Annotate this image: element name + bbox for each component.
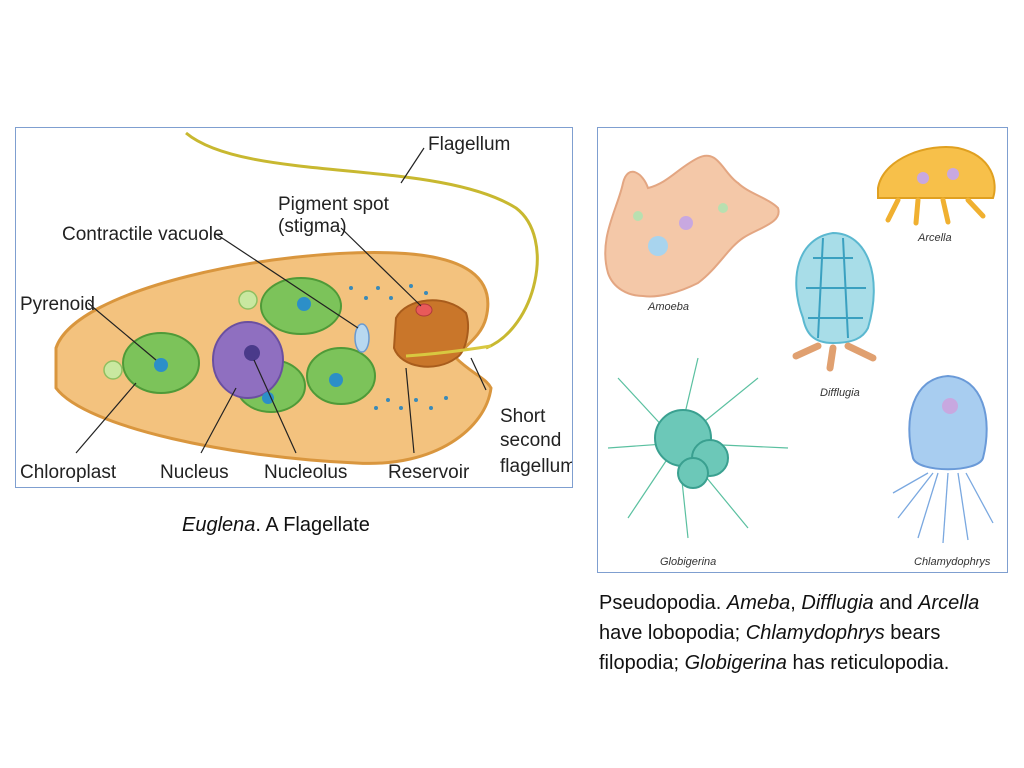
- euglena-diagram-panel: Flagellum Pigment spot (stigma) Contract…: [15, 127, 573, 488]
- euglena-caption: Euglena. A Flagellate: [182, 510, 370, 540]
- caption-arcella: Arcella: [918, 592, 980, 614]
- label-arcella: Arcella: [917, 232, 952, 244]
- caption-filopodia: bears filopodia;: [599, 622, 941, 674]
- caption-and: and: [873, 592, 919, 614]
- amoeba-granule: [718, 203, 728, 213]
- amoeba-granule: [633, 211, 643, 221]
- caption-reticulopodia: has reticulopodia.: [786, 652, 950, 674]
- granule: [238, 290, 258, 310]
- pseudopodia-diagram: Amoeba Arcella Difflugia Globigerina Chl…: [604, 146, 996, 568]
- caption-comma: ,: [790, 592, 802, 614]
- granule: [103, 360, 123, 380]
- label-flagellum: Flagellum: [428, 134, 510, 155]
- leader-lines: [75, 147, 487, 454]
- nucleolus: [244, 345, 260, 361]
- amoeba-vacuole: [648, 236, 668, 256]
- label-stigma: (stigma): [278, 216, 347, 237]
- label-nucleus: Nucleus: [160, 462, 229, 483]
- label-short: Short: [500, 406, 546, 427]
- pseudopodia-diagram-panel: Amoeba Arcella Difflugia Globigerina Chl…: [597, 127, 1008, 573]
- label-reservoir: Reservoir: [388, 462, 470, 483]
- caption-lobopodia: have lobopodia;: [599, 622, 746, 644]
- label-pigment-spot: Pigment spot: [278, 194, 390, 215]
- arcella-nucleus: [917, 172, 929, 184]
- flagellum: [185, 131, 539, 350]
- label-difflugia: Difflugia: [820, 387, 860, 399]
- chlamydophrys: [908, 374, 988, 471]
- caption-chlamydophrys: Chlamydophrys: [745, 622, 885, 644]
- chlamydophrys-nucleus: [942, 398, 958, 414]
- arcella-nucleus: [947, 168, 959, 180]
- pyrenoid: [297, 297, 311, 311]
- pyrenoid: [154, 358, 168, 372]
- arcella: [877, 146, 996, 199]
- globigerina-chamber: [677, 457, 709, 489]
- chlamydophrys-filopodia: [892, 472, 994, 544]
- label-contractile-vacuole: Contractile vacuole: [62, 224, 224, 245]
- label-pyrenoid: Pyrenoid: [20, 294, 95, 315]
- short-second-flagellum: [405, 344, 492, 358]
- pyrenoid: [262, 392, 274, 404]
- contractile-vacuole: [354, 323, 370, 353]
- caption-pseudopodia: Pseudopodia.: [599, 592, 727, 614]
- nucleus: [212, 321, 284, 399]
- caption-rest: . A Flagellate: [255, 514, 370, 536]
- reservoir: [392, 299, 469, 368]
- pyrenoid: [329, 373, 343, 387]
- label-chloroplast: Chloroplast: [20, 462, 117, 483]
- pseudopodia-caption: Pseudopodia. Ameba, Difflugia and Arcell…: [599, 588, 1009, 678]
- label-amoeba: Amoeba: [647, 301, 689, 313]
- pigment-spot: [415, 303, 433, 317]
- caption-difflugia: Difflugia: [801, 592, 874, 614]
- dots: [349, 284, 448, 410]
- label-nucleolus: Nucleolus: [264, 462, 347, 483]
- label-second: second: [500, 430, 561, 451]
- difflugia-mesh: [806, 237, 866, 339]
- amoeba-nucleus: [679, 216, 693, 230]
- label-chlamydophrys: Chlamydophrys: [914, 556, 991, 568]
- difflugia-pseudopods: [792, 342, 877, 372]
- caption-genus: Euglena: [182, 514, 256, 536]
- label-flagellum-2: flagellum: [500, 456, 572, 477]
- label-globigerina: Globigerina: [660, 556, 716, 568]
- arcella-pseudopods: [885, 197, 986, 226]
- euglena-diagram: Flagellum Pigment spot (stigma) Contract…: [20, 131, 572, 483]
- caption-globigerina: Globigerina: [684, 652, 787, 674]
- caption-ameba: Ameba: [726, 592, 791, 614]
